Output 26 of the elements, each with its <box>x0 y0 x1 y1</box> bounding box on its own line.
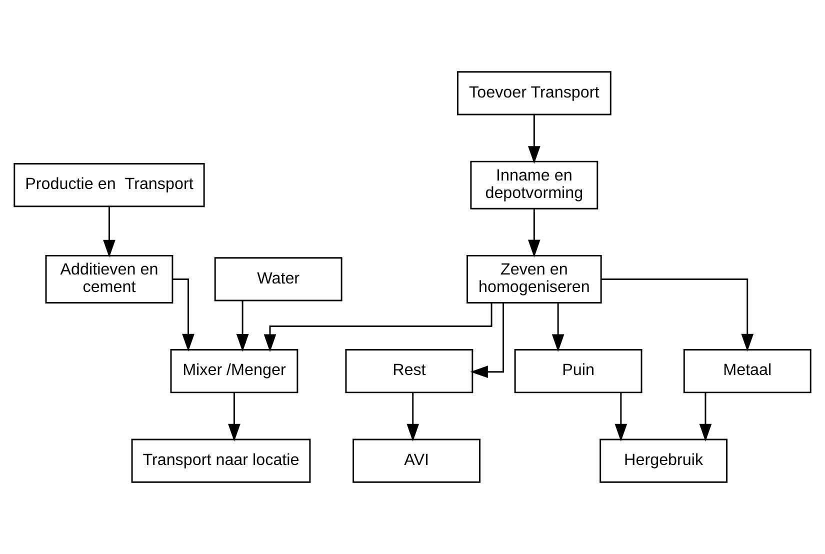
arrow <box>699 392 712 442</box>
node-box: Puin <box>514 349 642 394</box>
node-box: Additieven en cement <box>45 254 174 304</box>
arrow <box>236 300 249 352</box>
node-box: Water <box>214 257 342 302</box>
arrow <box>172 278 194 352</box>
node-box: Hergebruik <box>600 438 728 483</box>
node-box: Inname en depotvorming <box>470 160 598 210</box>
arrow <box>528 114 540 164</box>
arrow <box>614 392 628 442</box>
arrow <box>406 392 420 442</box>
arrow <box>528 208 540 258</box>
arrow <box>228 392 240 442</box>
node-box: Productie en Transport <box>14 163 205 208</box>
node-box: Transport naar locatie <box>131 438 311 483</box>
arrow <box>103 206 116 258</box>
node-box: Metaal <box>683 349 812 394</box>
node-box: Zeven en homogeniseren <box>466 254 602 304</box>
arrow <box>552 302 564 352</box>
arrow <box>470 303 504 378</box>
arrow <box>264 303 492 352</box>
node-box: AVI <box>352 438 480 483</box>
arrow <box>602 278 754 352</box>
node-box: Mixer /Menger <box>170 349 298 394</box>
node-box: Rest <box>345 349 474 394</box>
node-box: Toevoer Transport <box>456 71 612 116</box>
